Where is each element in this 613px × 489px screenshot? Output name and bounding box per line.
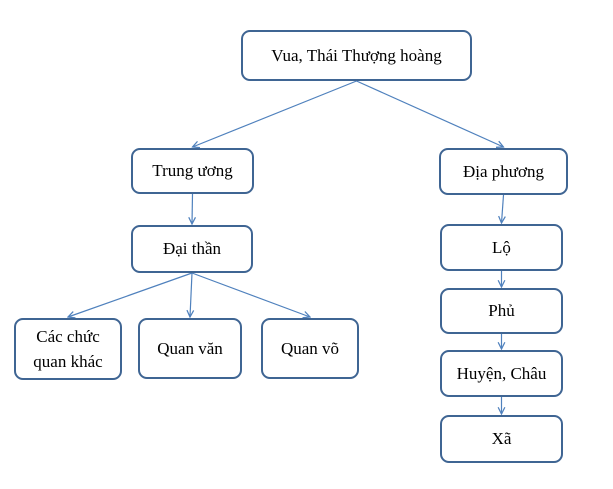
node-other-posts-label: Các chức quan khác (33, 326, 103, 372)
node-xa-label: Xã (491, 429, 512, 449)
node-other-posts: Các chức quan khác (14, 318, 122, 380)
node-military-label: Quan võ (280, 338, 340, 358)
edge-local-to-lo (502, 194, 504, 223)
node-central-label: Trung ương (152, 161, 233, 181)
node-ministers-label: Đại thần (162, 239, 222, 259)
edge-king-to-local (356, 80, 504, 147)
node-ministers: Đại thần (131, 225, 253, 273)
edge-ministers-to-military (191, 272, 310, 317)
node-lo: Lộ (440, 224, 563, 271)
node-civil: Quan văn (138, 318, 242, 379)
node-military: Quan võ (261, 318, 359, 379)
node-central: Trung ương (131, 148, 254, 194)
node-huyen-chau: Huyện, Châu (440, 350, 563, 397)
node-king-label: Vua, Thái Thượng hoàng (271, 45, 442, 65)
node-local: Địa phương (439, 148, 568, 195)
edge-king-to-central (193, 80, 357, 147)
edge-ministers-to-civil (190, 272, 192, 317)
node-lo-label: Lộ (492, 237, 511, 257)
node-phu: Phủ (440, 288, 563, 334)
node-phu-label: Phủ (488, 301, 515, 321)
edge-ministers-to-other_posts (68, 272, 193, 317)
node-xa: Xã (440, 415, 563, 463)
node-huyen-chau-label: Huyện, Châu (456, 363, 547, 383)
edge-central-to-ministers (192, 193, 193, 224)
node-king: Vua, Thái Thượng hoàng (241, 30, 472, 81)
node-local-label: Địa phương (463, 161, 544, 181)
node-civil-label: Quan văn (157, 338, 223, 358)
